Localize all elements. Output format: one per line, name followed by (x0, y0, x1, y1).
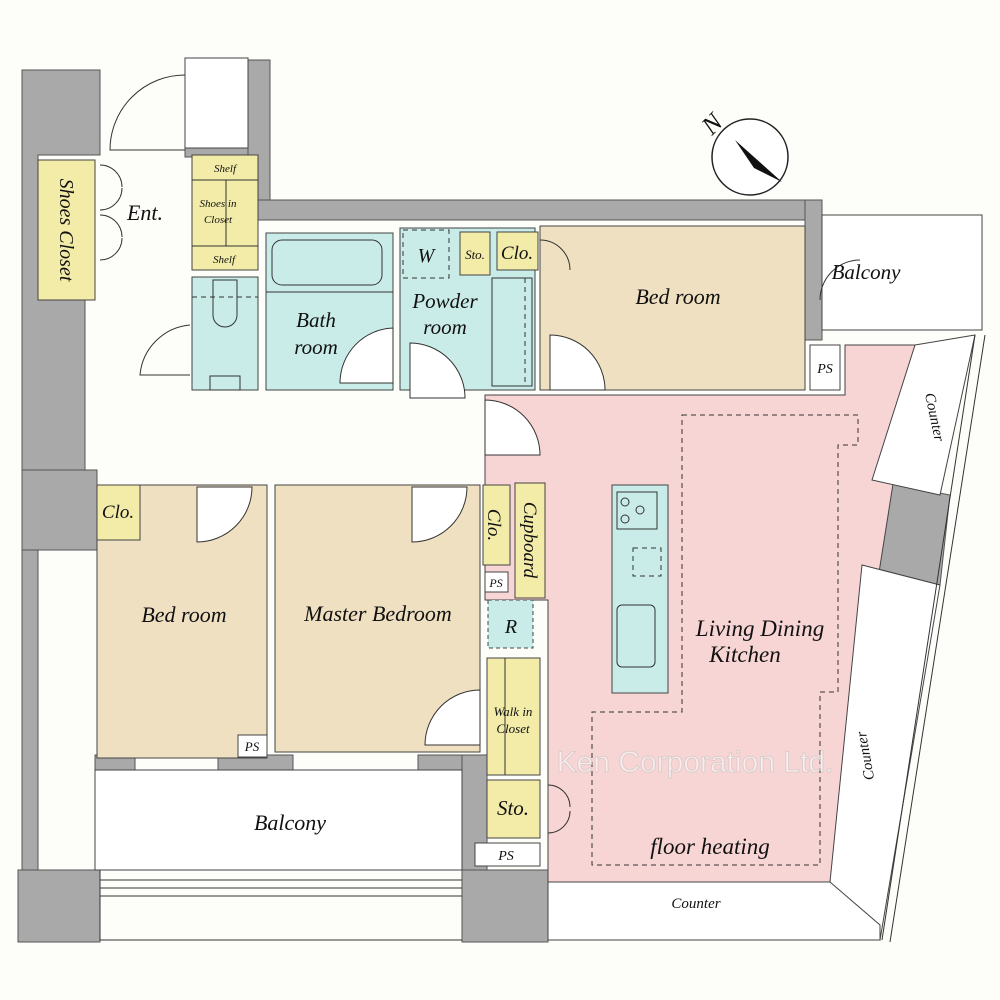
ps-s-label: PS (497, 849, 514, 864)
closet-m (482, 484, 511, 566)
floor-heating-area (591, 414, 859, 866)
bath-label: Bath (296, 308, 336, 332)
bedroom-ne-label: Bed room (635, 284, 720, 309)
storage-s-label: Sto. (497, 796, 529, 820)
ps-m-label: PS (488, 576, 502, 590)
balcony-door[interactable] (819, 259, 861, 301)
toilet-icon (212, 279, 238, 328)
closet-w-label: Clo. (102, 502, 134, 523)
shelf-top-label: Shelf (214, 163, 238, 175)
powder-label: Powder (411, 289, 478, 313)
counter-ne (871, 334, 976, 496)
entrance-label: Ent. (126, 200, 163, 225)
walk-in-closet-door[interactable] (424, 689, 481, 746)
ps-w-label: PS (244, 739, 260, 754)
ps-ne-label: PS (816, 362, 833, 377)
shoes-closet-doors[interactable] (99, 164, 123, 261)
bathtub-icon (271, 239, 383, 286)
compass: N (695, 106, 789, 196)
shoes-in-closet-label: Shoes in (200, 198, 237, 210)
closet-w (96, 484, 141, 541)
entry-alcove (184, 57, 249, 149)
bedroom-w-label: Bed room (141, 602, 226, 627)
balcony-railing (99, 870, 462, 941)
storage-s (486, 779, 541, 839)
toilet-room (191, 276, 259, 391)
balcony-ne (821, 214, 983, 331)
north-arrow-icon (735, 140, 782, 182)
master-door[interactable] (411, 486, 468, 543)
floor-heating-label: floor heating (650, 834, 769, 859)
walk-in-closet (486, 657, 541, 776)
cupboard-label: Cupboard (519, 502, 540, 579)
shoes-in-closet (191, 154, 259, 271)
balcony-s (94, 769, 463, 871)
window-e (881, 334, 986, 943)
walk-in-closet-label: Walk in (494, 704, 533, 719)
ps-ne (809, 344, 841, 391)
refrigerator-space (487, 599, 534, 649)
ps-w (237, 734, 268, 758)
watermark: Ken Corporation Ltd. (557, 746, 834, 779)
sink-icon (616, 604, 656, 668)
ps-m (484, 571, 509, 593)
bath-label-2: room (294, 335, 338, 359)
ldk-label-2: Kitchen (708, 642, 781, 667)
ps-s (474, 842, 541, 867)
powder-door[interactable] (409, 342, 466, 399)
closet-top-label: Clo. (501, 243, 533, 264)
powder-label-2: room (423, 315, 467, 339)
closet-top (496, 231, 539, 271)
kitchen-island (611, 484, 669, 694)
storage-top (459, 231, 491, 276)
counter-s (547, 881, 881, 941)
master-bedroom-label: Master Bedroom (303, 601, 452, 626)
ldk-door[interactable] (484, 399, 541, 456)
bedroom-w-door[interactable] (196, 486, 253, 543)
shelf-bottom-label: Shelf (213, 254, 237, 266)
toilet-door[interactable] (139, 324, 191, 376)
counter-s-label: Counter (671, 896, 720, 912)
stove-icon (616, 491, 658, 530)
front-door[interactable] (109, 74, 186, 151)
cupboard (514, 482, 546, 599)
ldk-label: Living Dining (695, 616, 824, 641)
washer-label: W (418, 245, 437, 267)
bath-door[interactable] (339, 327, 394, 384)
walk-in-closet-label-2: Closet (496, 721, 530, 736)
shoes-closet-label: Shoes Closet (55, 179, 77, 282)
shoes-in-closet-label-2: Closet (204, 214, 233, 226)
storage-top-label: Sto. (465, 247, 485, 262)
shoes-closet (37, 159, 96, 301)
closet-m-label: Clo. (483, 509, 504, 541)
refrigerator-label: R (504, 616, 517, 638)
washer-space (402, 229, 450, 279)
closet-top-door[interactable] (539, 239, 571, 271)
balcony-s-label: Balcony (254, 810, 326, 835)
bedroom-ne-door[interactable] (549, 334, 606, 391)
storage-s-doors[interactable] (547, 784, 571, 834)
balcony-ne-label: Balcony (832, 260, 901, 284)
